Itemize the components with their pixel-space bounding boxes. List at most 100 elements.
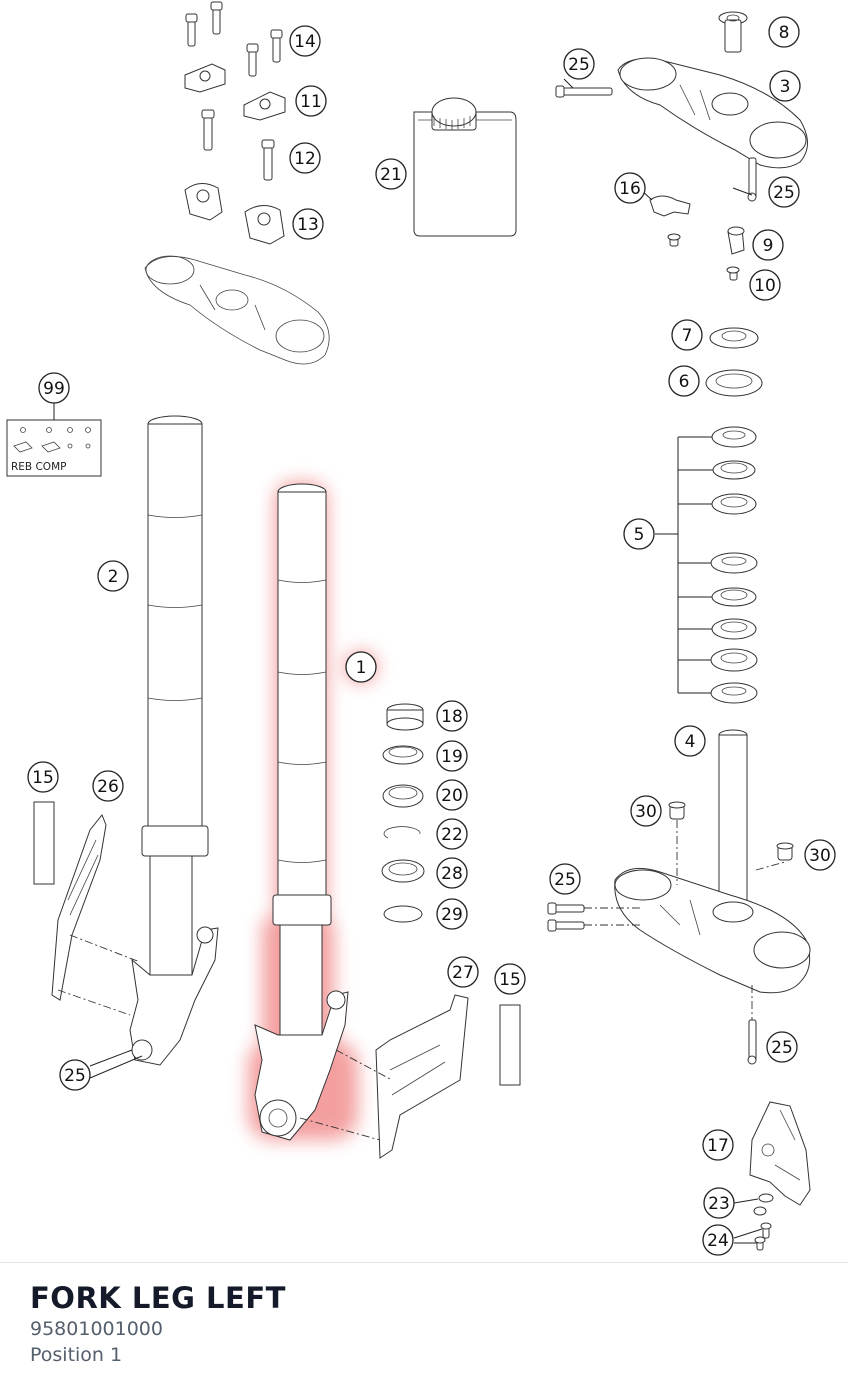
callout-c7[interactable]: 7 [671,319,703,351]
callout-label: 2 [108,567,119,587]
callout-label: 25 [771,1038,793,1058]
callout-c15b[interactable]: 15 [494,963,526,995]
upper-triple-clamp-part-3[interactable] [617,57,808,169]
callout-c4[interactable]: 4 [674,725,706,757]
callout-c17[interactable]: 17 [702,1129,734,1161]
callout-c11[interactable]: 11 [295,85,327,117]
washers-part-23[interactable] [753,1193,774,1216]
callout-label: 10 [754,276,776,296]
callout-label: 29 [441,905,463,925]
part-number: 95801001000 [30,1318,163,1340]
callout-c2[interactable]: 2 [97,560,129,592]
seal-part-20[interactable] [382,784,424,808]
axle-bracket-part-27[interactable] [375,994,469,1159]
bracket-part-16[interactable] [649,195,691,247]
bolt-part-25-top[interactable] [555,85,613,98]
callout-c6[interactable]: 6 [668,365,700,397]
callout-circle [289,142,321,174]
callout-circle [494,963,526,995]
bolts-part-14[interactable] [185,1,283,77]
callout-c13[interactable]: 13 [292,208,324,240]
screw-part-10[interactable] [726,266,740,281]
callout-label: 25 [773,183,795,203]
callout-c15a[interactable]: 15 [27,761,59,793]
dust-seal-part-7[interactable] [709,327,759,349]
callout-c9[interactable]: 9 [752,229,784,261]
lower-triple-clamp-part-4[interactable] [614,729,811,994]
callout-c14[interactable]: 14 [289,25,321,57]
fork-leg-part-1-selected[interactable] [254,483,349,1141]
callout-circle [292,208,324,240]
callout-label: 8 [779,23,790,43]
callout-c18[interactable]: 18 [436,700,468,732]
callout-c10[interactable]: 10 [749,269,781,301]
callout-circle [436,818,468,850]
callout-circle [766,1031,798,1063]
callout-c8[interactable]: 8 [768,16,800,48]
callout-c27[interactable]: 27 [447,956,479,988]
callout-c25a[interactable]: 25 [563,48,595,80]
callout-c3[interactable]: 3 [769,70,801,102]
callout-circle [375,158,407,190]
callout-circle [614,172,646,204]
steering-nut-part-8[interactable] [718,11,748,53]
part-title: FORK LEG LEFT [30,1281,286,1315]
bolt-part-25-vertical[interactable] [747,1019,757,1065]
callout-circle [97,560,129,592]
bolt-part-25-clamp[interactable] [747,157,757,202]
callout-c16[interactable]: 16 [614,172,646,204]
bushing-part-18[interactable] [386,703,424,731]
upper-triple-clamp-left[interactable] [144,255,330,365]
bolts-part-12[interactable] [201,109,275,181]
callout-c23[interactable]: 23 [703,1187,735,1219]
callout-c28[interactable]: 28 [436,857,468,889]
callout-c25e[interactable]: 25 [59,1059,91,1091]
callout-label: 21 [380,165,402,185]
callout-c22[interactable]: 22 [436,818,468,850]
guard-strip-part-15-left[interactable] [33,801,55,885]
service-kit-part-99[interactable]: REB COMP [6,419,102,477]
screw-part-30-right[interactable] [776,842,794,861]
handlebar-clamps-part-11[interactable] [184,63,286,121]
o-ring-part-29[interactable] [383,905,423,923]
fork-leg-part-2[interactable] [129,415,219,1066]
exploded-parts-diagram: REB COMP [6,1,836,1256]
callout-c99[interactable]: 99 [38,372,70,404]
screws-part-24[interactable] [754,1222,772,1251]
callout-c30a[interactable]: 30 [630,795,662,827]
callout-c29[interactable]: 29 [436,898,468,930]
callout-circle [549,863,581,895]
callout-circle [92,770,124,802]
bolts-part-25-lower[interactable] [547,902,585,932]
callout-circle [436,700,468,732]
callout-c12[interactable]: 12 [289,142,321,174]
sensor-part-9[interactable] [727,226,745,255]
callout-c24[interactable]: 24 [702,1224,734,1256]
callout-label: 25 [554,870,576,890]
callout-circle [27,761,59,793]
clamp-bases-part-13[interactable] [184,183,285,245]
dust-wiper-part-28[interactable] [381,859,425,883]
bearing-set-part-5[interactable] [710,426,758,704]
callout-c25b[interactable]: 25 [768,176,800,208]
axle-bracket-part-26[interactable] [51,814,107,1001]
circlip-part-22[interactable] [383,826,421,839]
callout-circle [671,319,703,351]
callout-c25d[interactable]: 25 [766,1031,798,1063]
callout-c30b[interactable]: 30 [804,839,836,871]
callout-label: 6 [679,372,690,392]
callout-label: 25 [64,1066,86,1086]
callout-c19[interactable]: 19 [436,740,468,772]
fork-guard-part-17[interactable] [749,1101,811,1206]
callout-c26[interactable]: 26 [92,770,124,802]
bearing-part-6[interactable] [705,369,763,397]
bushing-part-19[interactable] [382,745,424,765]
callout-c20[interactable]: 20 [436,779,468,811]
screw-part-30-left[interactable] [668,801,686,820]
guard-strip-part-15-right[interactable] [499,1004,521,1086]
callout-c5[interactable]: 5 [623,518,655,550]
callout-c21[interactable]: 21 [375,158,407,190]
fork-oil-can-part-21[interactable] [413,97,517,237]
callout-c1[interactable]: 1 [345,651,377,683]
callout-c25c[interactable]: 25 [549,863,581,895]
